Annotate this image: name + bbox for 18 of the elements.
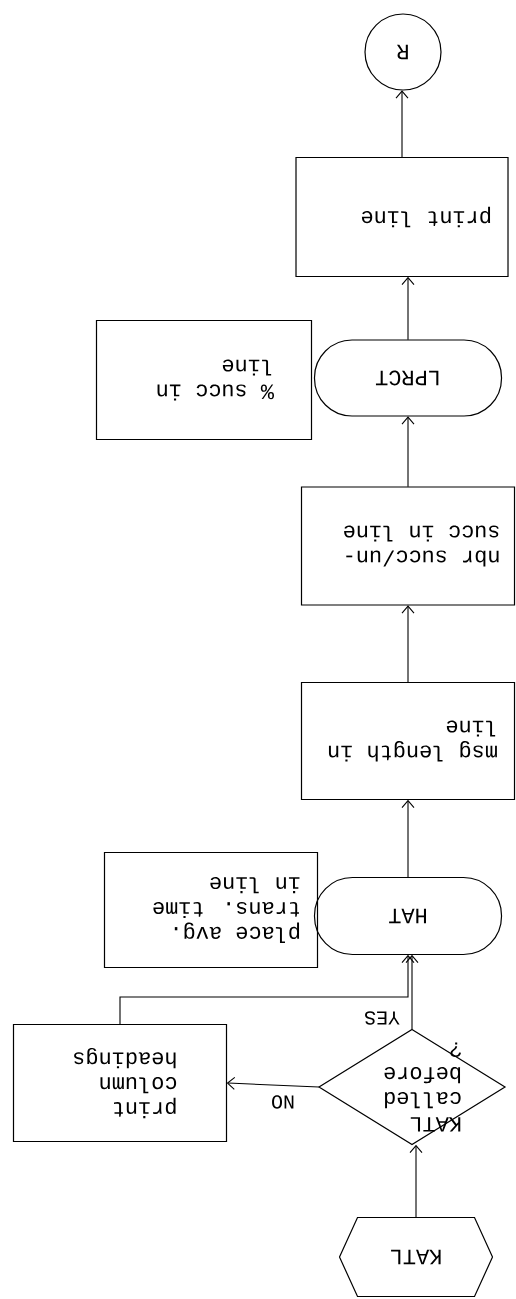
arrow bbox=[395, 90, 409, 158]
start-hexagon: KATL bbox=[338, 1216, 494, 1298]
process-box: % succ in line bbox=[95, 319, 313, 441]
process-box: print column headings bbox=[12, 1023, 228, 1143]
process-box: nbr succ/un- succ in line bbox=[300, 486, 516, 606]
arrow bbox=[401, 276, 415, 341]
process-box: place avg. trans. time in line bbox=[103, 851, 319, 969]
edge-label: NO bbox=[270, 1094, 296, 1110]
edge-label: YES bbox=[363, 1010, 401, 1026]
arrow bbox=[401, 605, 415, 683]
arrow bbox=[409, 1144, 423, 1218]
arrow bbox=[405, 954, 419, 1030]
arrow bbox=[226, 1076, 320, 1090]
arrow bbox=[401, 799, 415, 878]
arrow bbox=[119, 954, 415, 1025]
process-box: print line bbox=[295, 156, 509, 278]
process-box: msg length in line bbox=[300, 681, 516, 801]
arrow bbox=[401, 416, 415, 488]
